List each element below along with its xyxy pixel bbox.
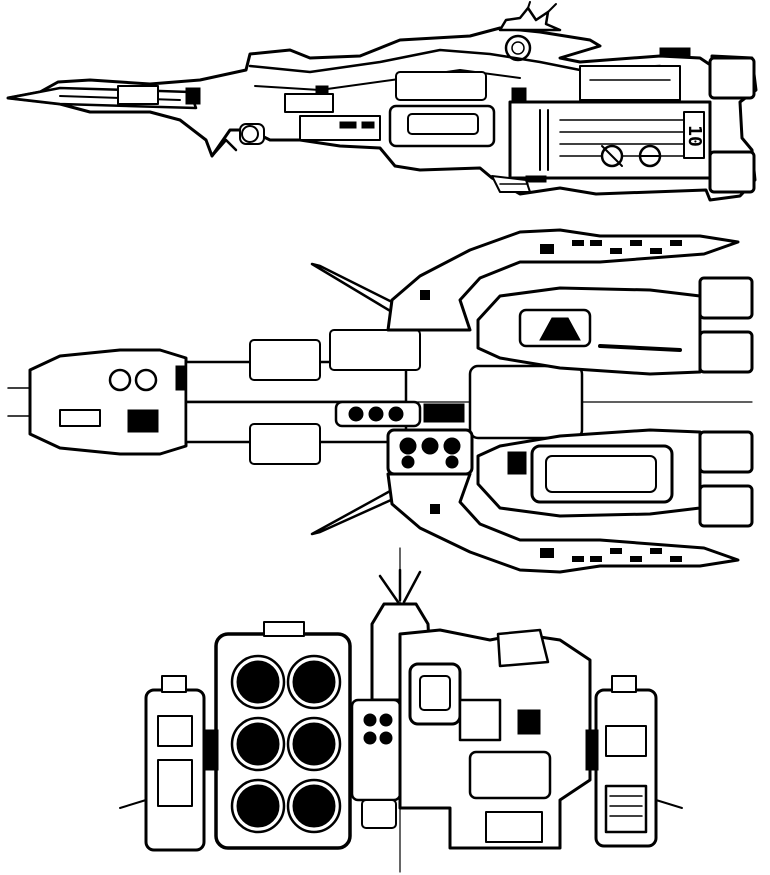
front-view [119, 547, 683, 873]
top-spine-hull [28, 348, 188, 456]
front-launch-tubes [230, 654, 342, 834]
side-hull-marking: 10 [684, 125, 705, 147]
top-upper-arm [386, 228, 740, 332]
side-sensor-dish [504, 34, 532, 62]
top-lower-arm [386, 472, 740, 574]
side-view: 10 [6, 1, 758, 202]
side-bridge-tower [498, 6, 562, 32]
top-view [7, 228, 754, 574]
